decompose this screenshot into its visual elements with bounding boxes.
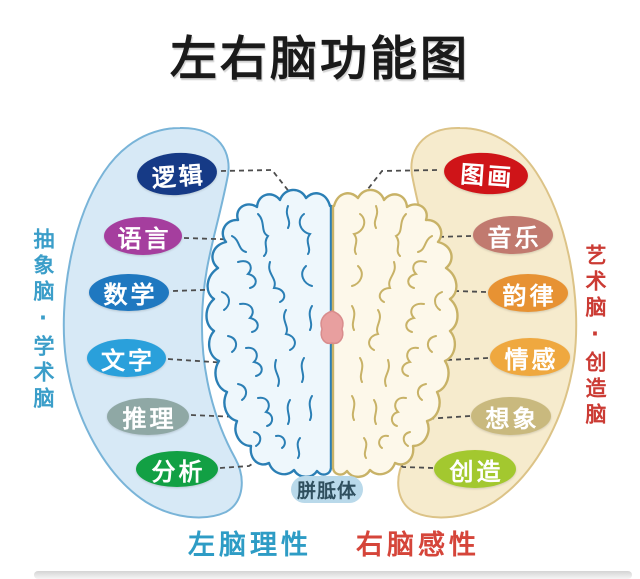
function-bubble-math: 数学 [89, 274, 169, 311]
function-bubble-imagination: 想象 [471, 397, 551, 435]
right-brain-caption: 右脑感性 [356, 530, 480, 561]
page-title: 左右脑功能图 [170, 32, 470, 87]
function-bubble-writing: 文字 [87, 339, 166, 377]
function-bubble-creation: 创造 [434, 450, 516, 488]
function-bubble-reasoning: 推理 [107, 398, 189, 435]
corpus-callosum-connector [320, 310, 344, 345]
left-brain-half [205, 188, 333, 479]
function-bubble-music: 音乐 [473, 216, 553, 254]
left-brain-caption: 左脑理性 [188, 530, 312, 561]
function-bubble-emotion: 情感 [490, 338, 570, 376]
corpus-callosum-label: 胼胝体 [291, 476, 363, 503]
function-bubble-language: 语言 [104, 217, 182, 255]
left-side-label: 抽象脑·学术脑 [31, 228, 55, 413]
function-bubble-rhythm: 韵律 [488, 274, 568, 312]
function-bubble-analysis: 分析 [136, 451, 218, 487]
right-side-label: 艺术脑·创造脑 [583, 244, 607, 429]
bottom-edge-shadow [34, 571, 632, 579]
